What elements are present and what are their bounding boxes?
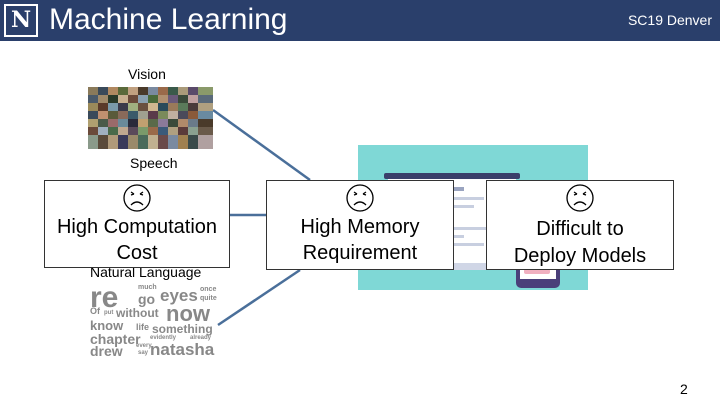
header-bar: N Machine Learning SC19 Denver <box>0 0 720 41</box>
wordcloud-word: natasha <box>150 340 215 358</box>
connector-language <box>217 268 301 327</box>
card-text-line1: High Computation <box>56 216 218 238</box>
slide-title: Machine Learning <box>49 3 288 36</box>
wordcloud-word: once <box>200 286 217 293</box>
wordcloud-word: eyes <box>160 286 198 305</box>
wordcloud-word: life <box>136 322 150 332</box>
vision-image-mosaic <box>88 87 213 149</box>
natural-language-wordcloud: re much go eyes once quite Of put withou… <box>88 283 218 358</box>
connector-vision <box>212 108 311 182</box>
university-logo: N <box>4 4 38 37</box>
wordcloud-word: already <box>190 335 212 341</box>
conference-label: SC19 Denver <box>627 12 712 28</box>
natural-language-label: Natural Language <box>90 264 202 280</box>
page-number: 2 <box>680 381 688 397</box>
wordcloud-word: drew <box>90 343 123 358</box>
card-difficult-deploy: Difficult to Deploy Models <box>486 180 674 270</box>
wordcloud-word: something <box>152 322 213 336</box>
wordcloud-word: now <box>166 301 210 326</box>
wordcloud-word: know <box>90 318 124 333</box>
logo-letter: N <box>10 7 32 33</box>
card-text-line1: High Memory <box>300 216 420 238</box>
card-text-line2: Deploy Models <box>513 245 647 267</box>
wordcloud-word: put <box>104 310 114 316</box>
wordcloud-word: chapter <box>90 331 141 347</box>
wordcloud-word: Of <box>90 306 100 316</box>
sad-face-icon <box>346 184 374 212</box>
wordcloud-word: say <box>138 350 149 356</box>
sad-face-icon <box>123 184 151 212</box>
wordcloud-word: go <box>138 291 156 307</box>
wordcloud-word: re <box>90 283 119 314</box>
wordcloud-word: quite <box>200 295 217 302</box>
image-mosaic-graphic <box>88 87 213 149</box>
card-text-line2: Cost <box>116 242 158 264</box>
card-text-line1: Difficult to <box>536 218 624 240</box>
card-high-computation: High Computation Cost <box>44 180 230 268</box>
sad-face-icon <box>566 184 594 212</box>
wordcloud-word: much <box>138 284 157 291</box>
card-text-line2: Requirement <box>302 242 418 264</box>
card-high-memory: High Memory Requirement <box>266 180 454 270</box>
wordcloud-word: every <box>136 343 152 349</box>
speech-label: Speech <box>130 155 178 171</box>
wordcloud-word: evidently <box>150 335 177 341</box>
vision-label: Vision <box>128 66 166 82</box>
wordcloud-word: without <box>116 306 159 320</box>
